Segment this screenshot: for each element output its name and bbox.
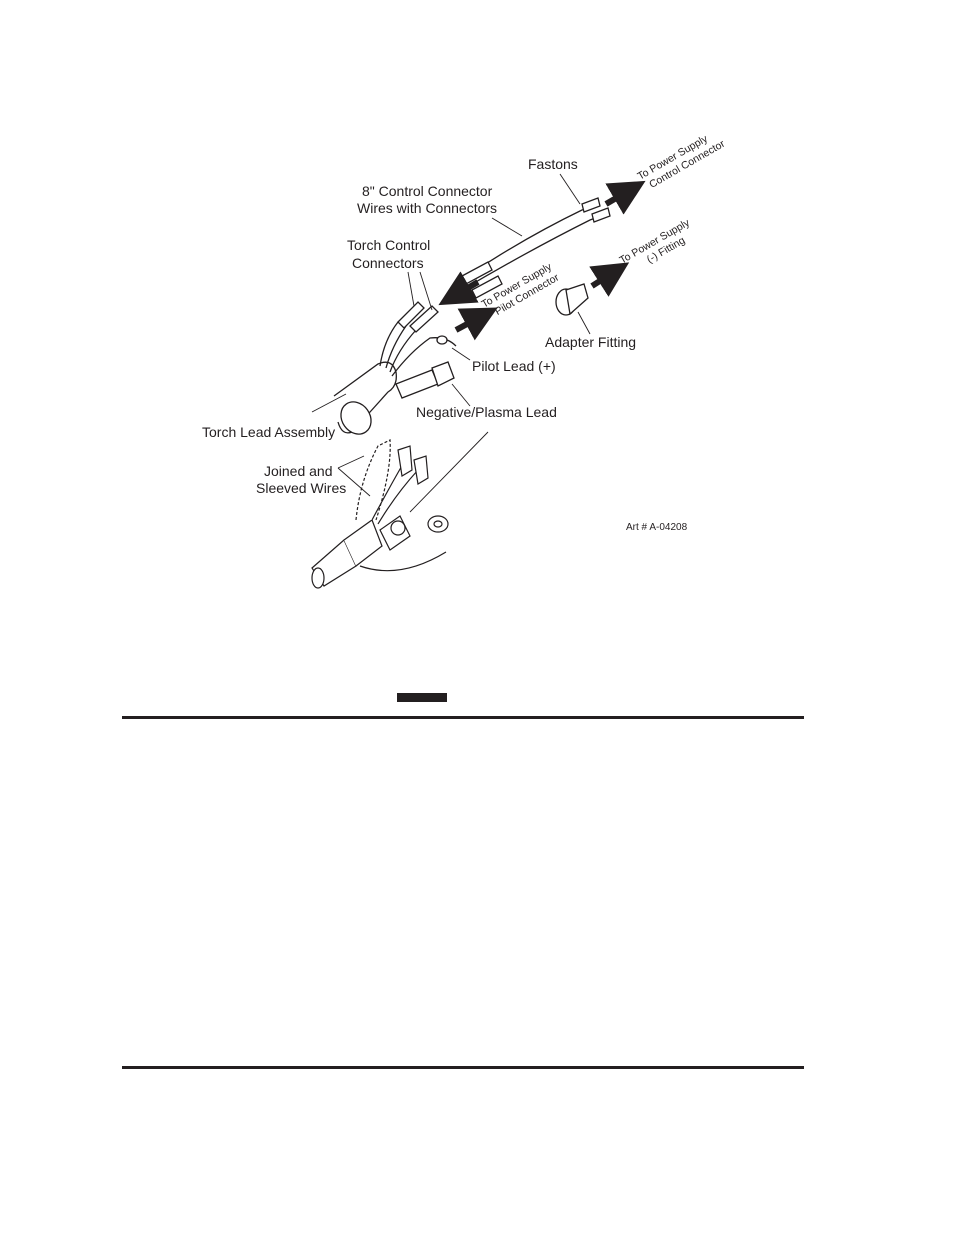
label-adapter-fitting: Adapter Fitting xyxy=(545,334,636,350)
label-torch-lead-assembly: Torch Lead Assembly xyxy=(202,424,335,440)
label-pilot-lead: Pilot Lead (+) xyxy=(472,358,556,374)
rule-bottom xyxy=(122,1066,804,1069)
direction-arrows xyxy=(438,180,646,341)
label-joined-1: Joined and xyxy=(264,463,333,479)
sleeved-wires-drawing xyxy=(311,439,449,589)
leader-lines xyxy=(311,173,591,513)
label-negative-lead: Negative/Plasma Lead xyxy=(416,404,557,420)
label-torch-control-1: Torch Control xyxy=(347,237,430,253)
label-control-wires-2: Wires with Connectors xyxy=(357,200,497,216)
cable-connection-diagram: Fastons 8" Control Connector Wires with … xyxy=(202,132,727,589)
label-torch-control-2: Connectors xyxy=(352,255,424,271)
art-number: Art # A-04208 xyxy=(626,522,688,533)
label-control-wires-1: 8" Control Connector xyxy=(362,183,493,199)
black-marker-bar xyxy=(397,693,447,702)
diagram-labels: Fastons 8" Control Connector Wires with … xyxy=(202,132,727,533)
label-fastons: Fastons xyxy=(528,156,578,172)
label-joined-2: Sleeved Wires xyxy=(256,480,346,496)
rule-top xyxy=(122,716,804,719)
